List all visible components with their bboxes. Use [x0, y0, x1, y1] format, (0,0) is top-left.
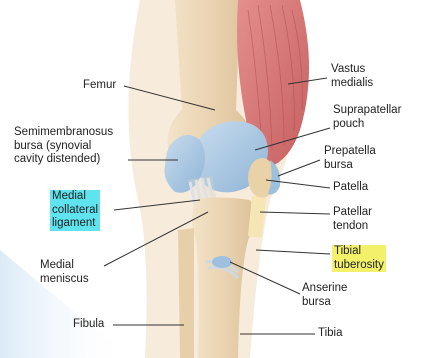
label-suprapatellar-pouch: Suprapatellar pouch — [333, 104, 401, 131]
label-semimembranosus-bursa: Semimembranosus bursa (synovial cavity d… — [14, 126, 113, 167]
label-medial-meniscus: Medial meniscus — [40, 259, 89, 286]
label-medial-collateral-ligament: Medial collateral ligament — [50, 190, 100, 231]
leader-tibial-tuberosity — [256, 250, 330, 254]
label-patella: Patella — [333, 181, 368, 195]
label-prepatella-bursa: Prepatella bursa — [324, 145, 376, 172]
label-fibula: Fibula — [73, 318, 104, 332]
leader-patellar-tendon — [260, 212, 330, 214]
label-femur: Femur — [83, 79, 116, 93]
anserine-bursa-shape — [212, 256, 232, 268]
label-tibial-tuberosity: Tibial tuberosity — [332, 245, 386, 272]
label-anserine-bursa: Anserine bursa — [302, 282, 347, 309]
label-patellar-tendon: Patellar tendon — [333, 206, 372, 233]
label-tibia: Tibia — [318, 327, 343, 341]
label-vastus-medialis: Vastus medialis — [331, 63, 373, 90]
fibula-bone — [178, 228, 194, 358]
